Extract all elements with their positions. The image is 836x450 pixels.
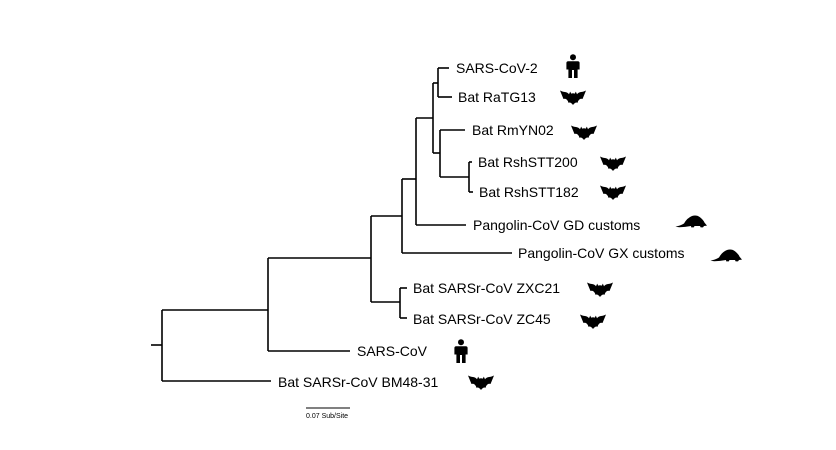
leaf-label: SARS-CoV [357,343,428,359]
bat-icon [600,185,626,200]
leaf-sars-cov-2: SARS-CoV-2 [456,54,580,78]
human-icon [566,54,580,78]
scale-bar-label: 0.07 Sub/Site [306,413,348,420]
human-icon [454,339,468,363]
leaf-bat-rmyn02: Bat RmYN02 [472,122,597,140]
leaf-bat-rshstt182: Bat RshSTT182 [479,184,626,200]
leaf-bat-sarsr-cov-zxc21: Bat SARSr-CoV ZXC21 [413,280,613,297]
leaf-pangolin-cov-gx: Pangolin-CoV GX customs [518,245,742,262]
bat-icon [600,156,626,171]
leaf-label: Pangolin-CoV GD customs [473,217,640,233]
leaf-sars-cov: SARS-CoV [357,339,468,363]
bat-icon [571,125,597,140]
leaf-label: Bat RmYN02 [472,122,554,138]
bat-icon [587,282,613,297]
tree-branches [151,67,512,382]
leaf-label: Bat RshSTT200 [478,154,578,170]
bat-icon [560,90,586,105]
leaf-label: Bat SARSr-CoV ZC45 [413,311,551,327]
leaf-bat-ratg13: Bat RaTG13 [458,89,586,105]
leaf-bat-sarsr-cov-zc45: Bat SARSr-CoV ZC45 [413,311,606,329]
pangolin-icon [710,249,742,262]
leaf-pangolin-cov-gd: Pangolin-CoV GD customs [473,215,707,233]
leaf-bat-sarsr-cov-bm48-31: Bat SARSr-CoV BM48-31 [278,374,494,390]
leaf-label: SARS-CoV-2 [456,60,538,76]
bat-icon [468,375,494,390]
leaf-label: Bat RaTG13 [458,89,536,105]
leaf-label: Pangolin-CoV GX customs [518,245,685,261]
leaf-label: Bat SARSr-CoV BM48-31 [278,374,438,390]
leaf-label: Bat RshSTT182 [479,184,579,200]
scale-bar: 0.07 Sub/Site [306,407,350,420]
leaf-bat-rshstt200: Bat RshSTT200 [478,154,626,171]
bat-icon [580,314,606,329]
pangolin-icon [675,215,707,228]
leaf-label: Bat SARSr-CoV ZXC21 [413,280,560,296]
